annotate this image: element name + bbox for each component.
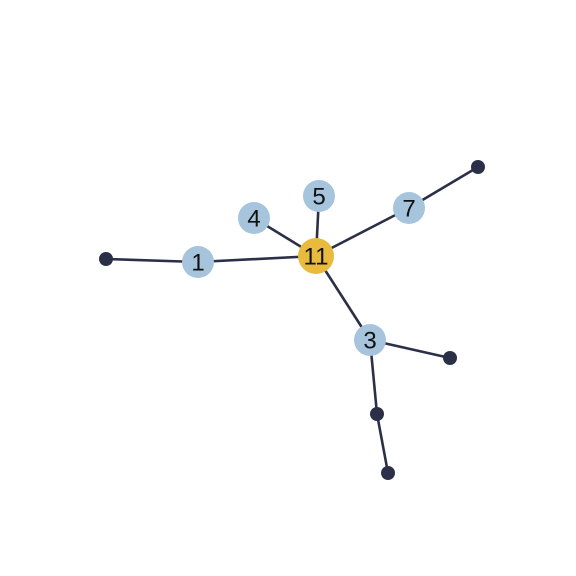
node-circle-1 — [182, 246, 214, 278]
node-label-5: 5 — [312, 184, 325, 211]
node-leaf-a — [99, 252, 113, 266]
node-circle-7 — [393, 192, 425, 224]
node-5: 5 — [303, 180, 335, 212]
node-7: 7 — [393, 192, 425, 224]
node-circle-3 — [354, 324, 386, 356]
node-leaf-c — [443, 351, 457, 365]
node-circle-leaf-a — [99, 252, 113, 266]
edge-leaf-d-leaf-e — [375, 412, 390, 475]
node-label-3: 3 — [363, 328, 376, 355]
node-label-1: 1 — [191, 250, 204, 277]
node-3: 3 — [354, 324, 386, 356]
node-circle-4 — [238, 202, 270, 234]
node-label-4: 4 — [247, 206, 260, 233]
node-circle-leaf-d — [370, 407, 384, 421]
node-circle-leaf-b — [471, 160, 485, 174]
node-leaf-d — [370, 407, 384, 421]
node-circle-11 — [298, 238, 334, 274]
node-11: 11 — [298, 238, 334, 274]
node-leaf-b — [471, 160, 485, 174]
node-label-7: 7 — [402, 196, 415, 223]
node-label-11: 11 — [304, 244, 329, 271]
node-leaf-e — [381, 466, 395, 480]
node-1: 1 — [182, 246, 214, 278]
node-circle-leaf-c — [443, 351, 457, 365]
node-4: 4 — [238, 202, 270, 234]
node-circle-5 — [303, 180, 335, 212]
node-circle-leaf-e — [381, 466, 395, 480]
edge-11-1 — [196, 254, 318, 264]
